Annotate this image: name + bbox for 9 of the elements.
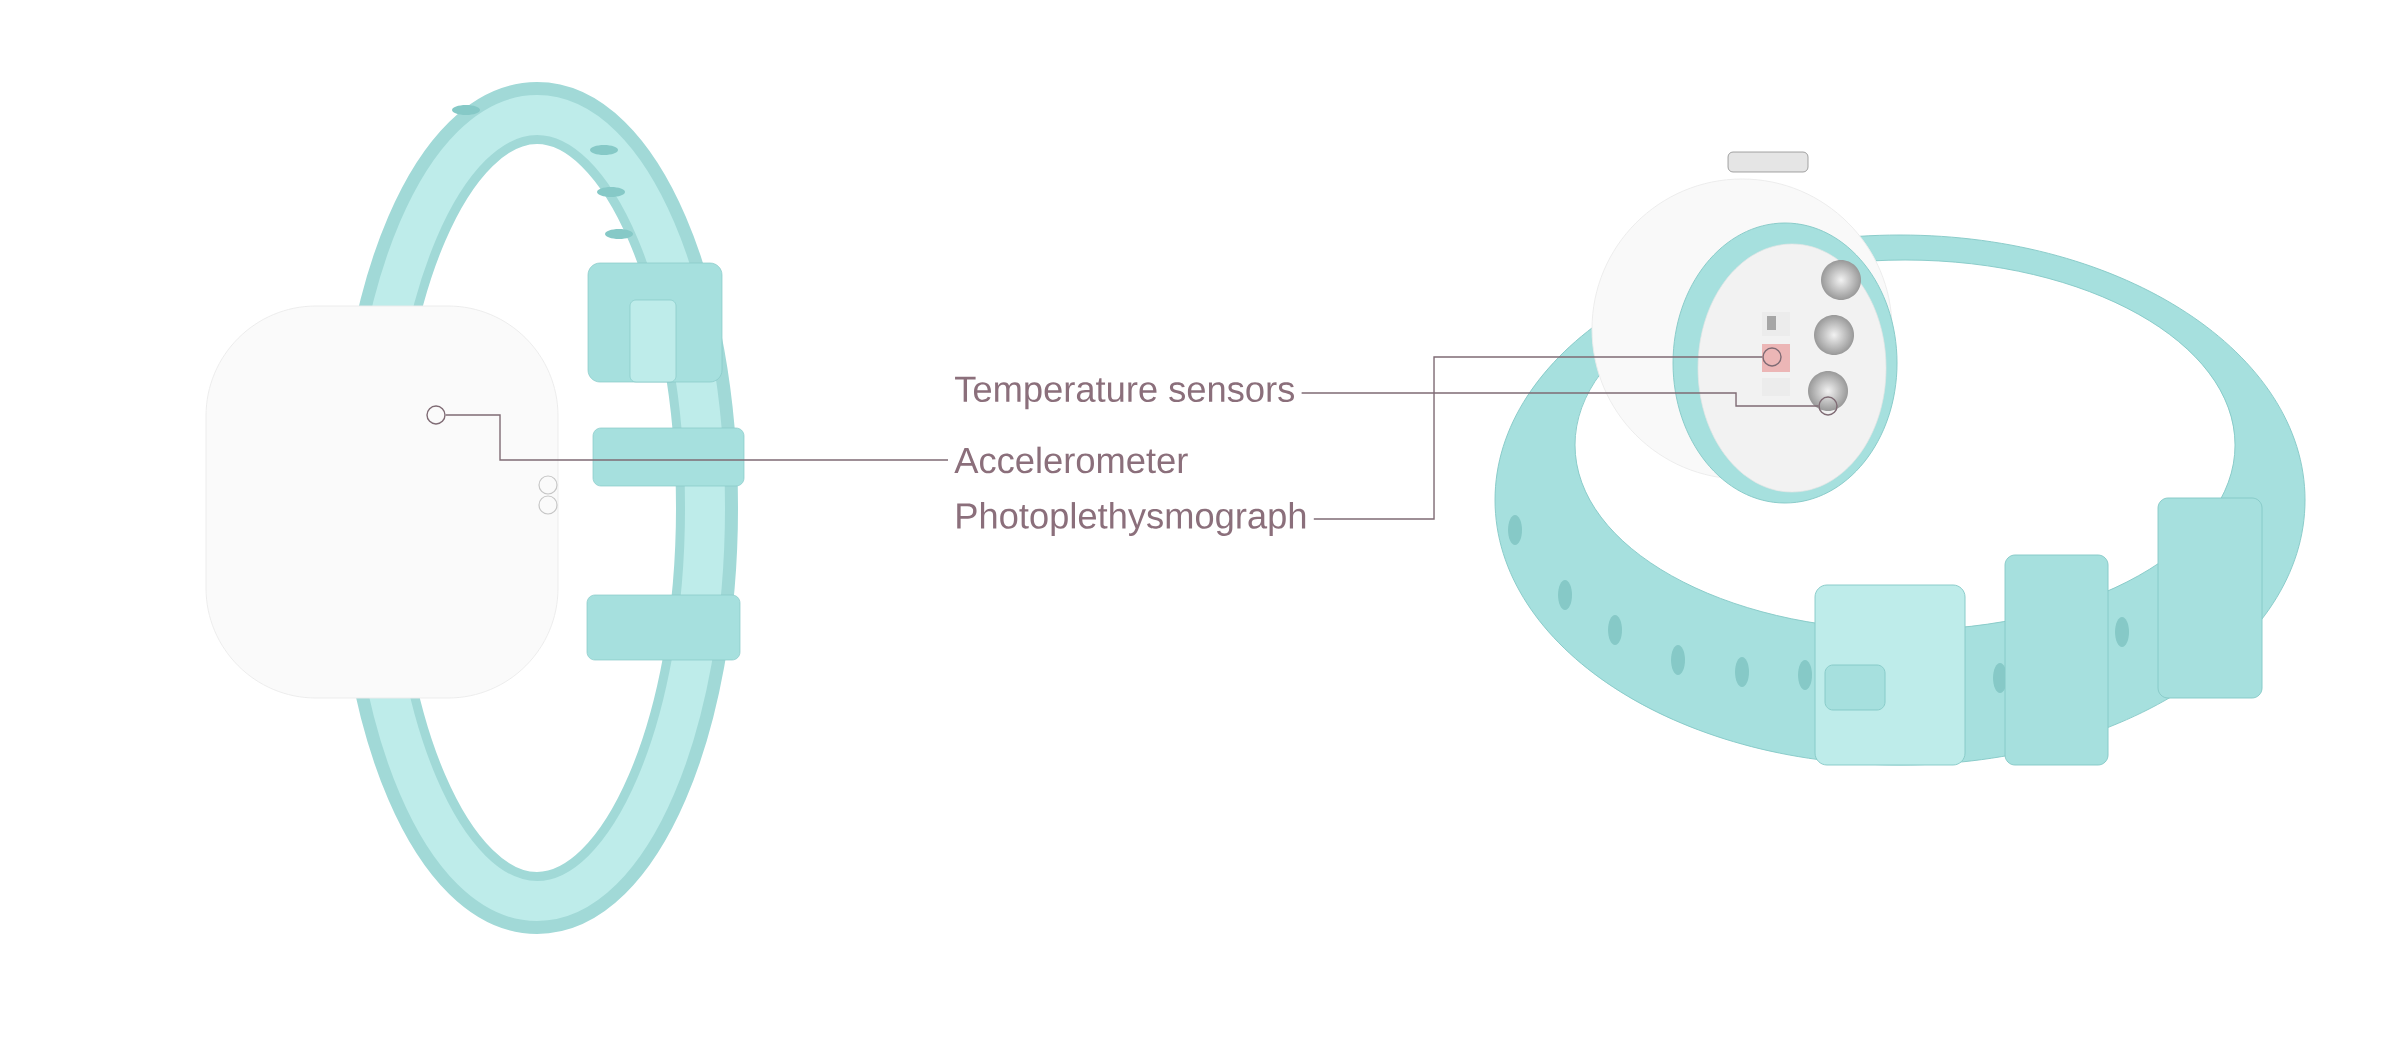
callout-label: Temperature sensors	[955, 376, 1294, 410]
callout-label: Accelerometer	[954, 446, 1188, 474]
leader-circle	[1818, 396, 1838, 416]
leader-line	[1313, 356, 1764, 520]
leader-circle	[1762, 347, 1782, 367]
callout-label: Photoplethysmograph	[957, 502, 1306, 536]
leader-line	[445, 414, 949, 461]
leader-line	[1300, 392, 1820, 407]
leader-circle	[426, 405, 446, 425]
